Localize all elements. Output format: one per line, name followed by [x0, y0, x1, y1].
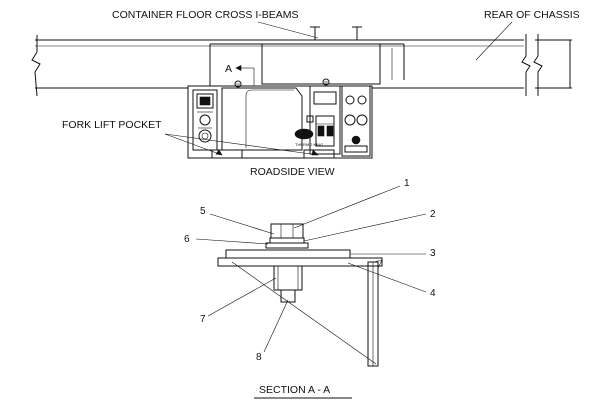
callout-5: 5 [200, 206, 206, 217]
callout-6: 6 [184, 234, 190, 245]
fork-lift-leader-2 [164, 133, 319, 156]
logo-text: THERMO KING [295, 142, 323, 147]
fork-lift-pocket-label: FORK LIFT POCKET [62, 119, 162, 131]
callout-leaders [195, 185, 427, 353]
section-marker-top: A [225, 63, 232, 75]
fork-lift-leader-1 [164, 133, 223, 156]
bolt-head [270, 223, 304, 239]
base-plate [217, 257, 383, 267]
callout-2: 2 [430, 209, 436, 220]
thermo-king-logo: THERMO KING [294, 128, 323, 147]
container-floor-leader [257, 21, 319, 39]
refrigeration-unit: THERMO KING [187, 78, 373, 159]
callout-4: 4 [430, 288, 436, 299]
callout-7: 7 [200, 314, 206, 325]
callout-8: 8 [256, 352, 262, 363]
section-title: SECTION A - A [259, 384, 330, 396]
upper-plate [225, 249, 351, 259]
lock-washer [269, 237, 305, 244]
side-plate [367, 259, 383, 367]
washer [265, 242, 309, 249]
gusset-line [231, 261, 377, 365]
callout-3: 3 [430, 248, 436, 259]
roadside-view-drawing: CONTAINER FLOOR CROSS I-BEAMS REAR OF CH… [31, 9, 580, 178]
callout-1: 1 [404, 178, 410, 189]
i-beam-markers [310, 26, 362, 40]
bolt-tip [280, 289, 296, 303]
unit-upper-housing [209, 43, 405, 88]
rear-of-chassis-label: REAR OF CHASSIS [484, 9, 580, 21]
section-a-a-drawing: 1 2 3 4 5 6 7 8 SECTION A - A [184, 178, 436, 399]
rear-chassis-leader [475, 21, 513, 61]
container-floor-label: CONTAINER FLOOR CROSS I-BEAMS [112, 9, 299, 21]
roadside-view-label: ROADSIDE VIEW [250, 166, 335, 178]
fork-lift-pockets [200, 149, 350, 159]
